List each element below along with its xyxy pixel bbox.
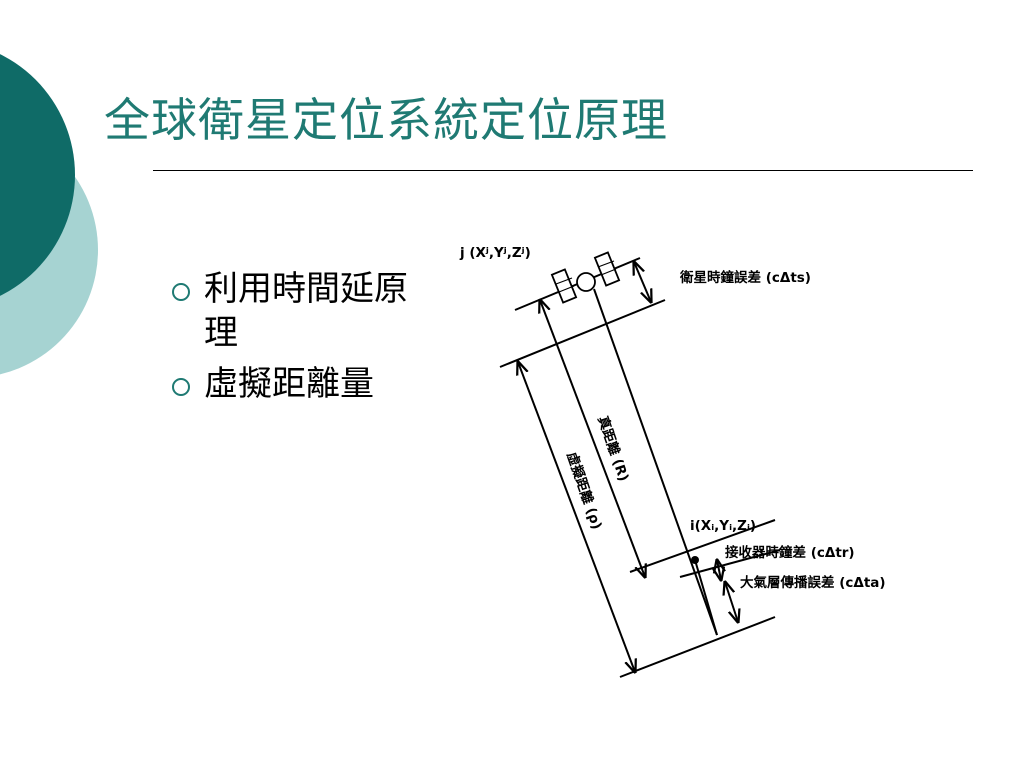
satellite-coordinates-label: j (Xʲ,Yʲ,Zʲ)	[459, 245, 531, 261]
true-range-dimension	[540, 300, 645, 577]
receiver-level-line	[629, 519, 776, 573]
receiver-coordinates-label: i(Xᵢ,Yᵢ,Zᵢ)	[690, 518, 756, 534]
satellite-clock-error-label: 衛星時鐘誤差 (cΔts)	[679, 269, 811, 286]
title-divider	[153, 170, 973, 171]
bottom-line	[619, 616, 776, 678]
bullet-list: 利用時間延原理 虛擬距離量	[172, 268, 432, 415]
receiver-vertical-line	[694, 559, 718, 636]
receiver-clock-line	[679, 549, 781, 578]
pseudo-range-label: 虛擬距離 (ρ)	[563, 450, 605, 532]
dark-teal-circle	[0, 54, 75, 296]
receiver-clock-error-label: 接收器時鐘差 (cΔtr)	[725, 544, 855, 561]
bullet-circle-icon	[172, 283, 190, 301]
satellite-clock-dimension	[634, 262, 651, 302]
bullet-item: 利用時間延原理	[172, 268, 432, 355]
satellite-icon	[550, 251, 621, 304]
receiver-clock-dimension	[717, 560, 721, 580]
pseudo-range-dimension	[518, 362, 635, 672]
satellite-clock-line	[499, 299, 666, 368]
bullet-text: 虛擬距離量	[204, 364, 374, 405]
atmosphere-error-label: 大氣層傳播誤差 (cΔta)	[740, 574, 886, 591]
gps-positioning-diagram: j (Xʲ,Yʲ,Zʲ) 衛星時鐘誤差 (cΔts) 真距離 (R) 虛擬距離 …	[459, 245, 886, 678]
bullet-circle-icon	[172, 378, 190, 397]
slide-title: 全球衛星定位系統定位原理	[104, 93, 668, 147]
bullet-item: 虛擬距離量	[172, 363, 432, 407]
true-range-label: 真距離 (R)	[594, 414, 632, 484]
bullet-text: 利用時間延原理	[204, 269, 408, 353]
atmosphere-dimension	[725, 582, 738, 622]
decorative-circles	[0, 54, 98, 375]
